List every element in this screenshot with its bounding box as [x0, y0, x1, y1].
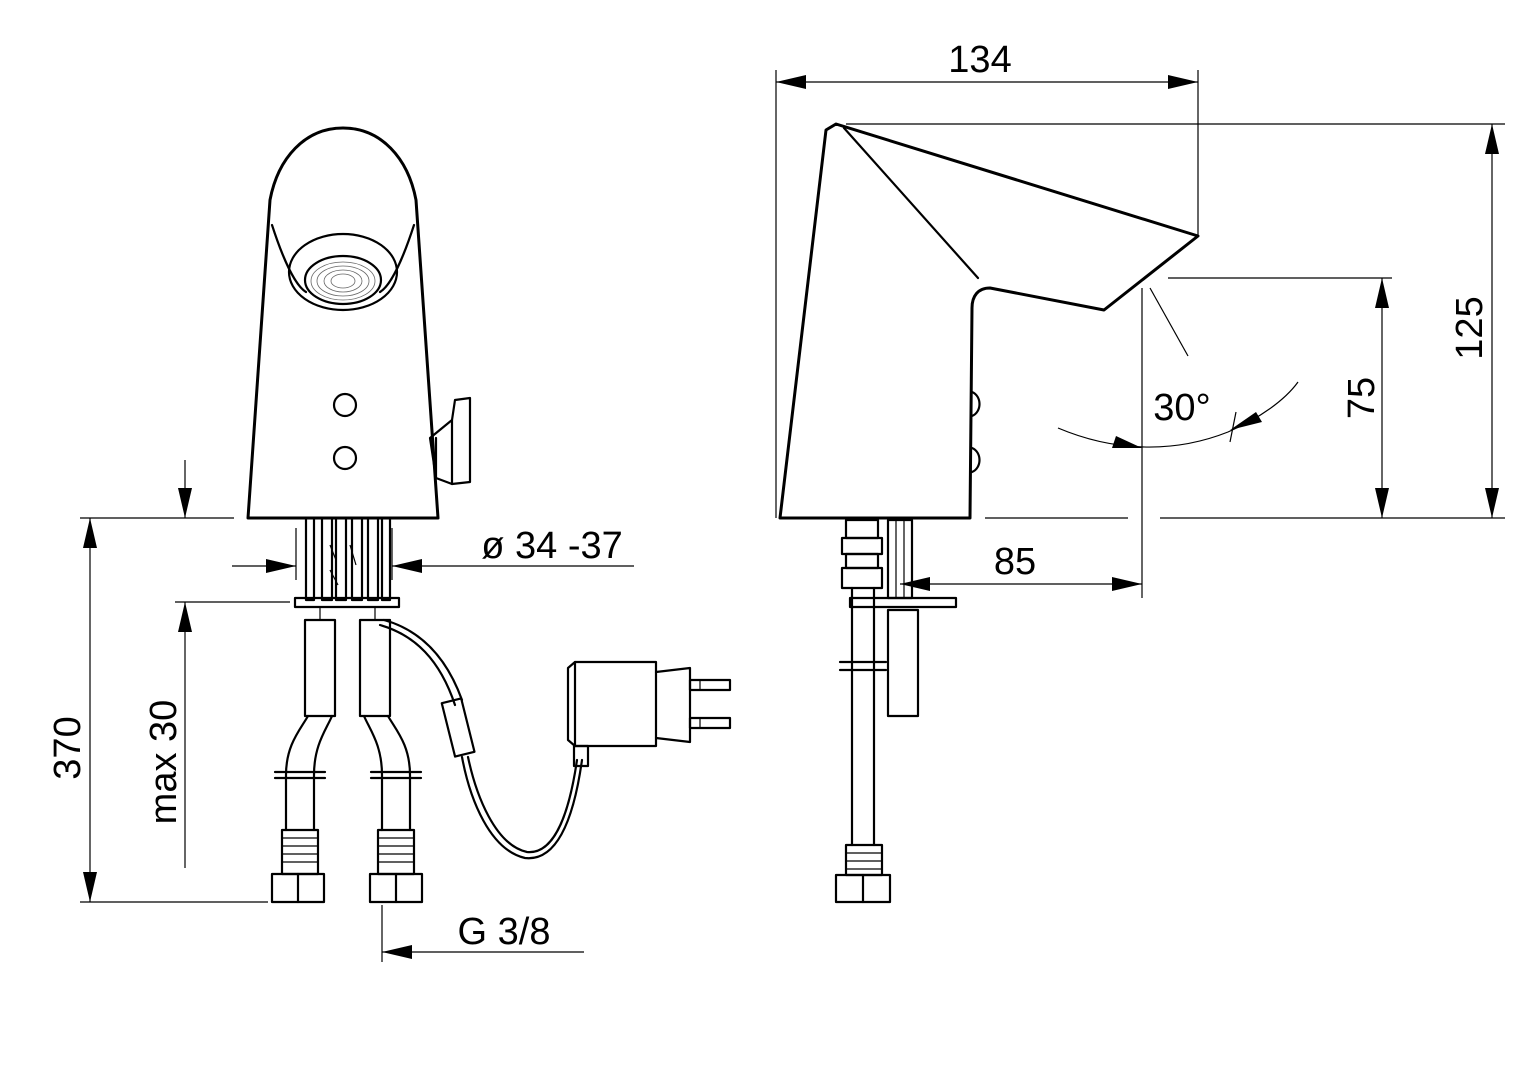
- dimension-max-30: max 30: [143, 460, 290, 868]
- dimension-75: 75: [1168, 277, 1392, 518]
- dimension-diameter-label: ø 34 -37: [481, 525, 623, 567]
- fixing-plate: [293, 596, 401, 609]
- dimension-370-label: 370: [47, 716, 89, 779]
- faucet-body-front: [246, 126, 440, 520]
- spout-hood-line: [270, 223, 308, 294]
- dimension-angle: 30°: [1057, 287, 1299, 448]
- sensor-window-lower: [332, 445, 358, 471]
- dimension-75-label: 75: [1341, 377, 1383, 419]
- dimension-370: 370: [47, 518, 268, 903]
- dimension-diameter: ø 34 -37: [232, 525, 634, 580]
- mounting-rods: [304, 516, 392, 602]
- dimension-134-label: 134: [948, 39, 1011, 81]
- aerator: [287, 232, 399, 312]
- front-view: [80, 126, 732, 904]
- dimension-85-label: 85: [994, 541, 1036, 583]
- dimension-thread-label: G 3/8: [458, 911, 551, 953]
- dimension-125: 125: [846, 123, 1505, 518]
- dimension-125-label: 125: [1449, 296, 1491, 359]
- lever-handle: [428, 396, 472, 486]
- dimension-134: 134: [775, 39, 1199, 518]
- side-view: [778, 122, 1505, 904]
- power-adapter: [566, 660, 732, 768]
- dimension-thread: G 3/8: [381, 905, 584, 962]
- faucet-body-side: [778, 122, 1200, 520]
- dimension-max-30-label: max 30: [143, 700, 185, 825]
- dimension-angle-label: 30°: [1153, 387, 1210, 429]
- sensor-window-upper: [332, 392, 358, 418]
- supply-hoses: [270, 714, 424, 904]
- dimension-85: 85: [900, 288, 1143, 598]
- power-cable: [378, 618, 584, 860]
- side-connection: [834, 518, 958, 904]
